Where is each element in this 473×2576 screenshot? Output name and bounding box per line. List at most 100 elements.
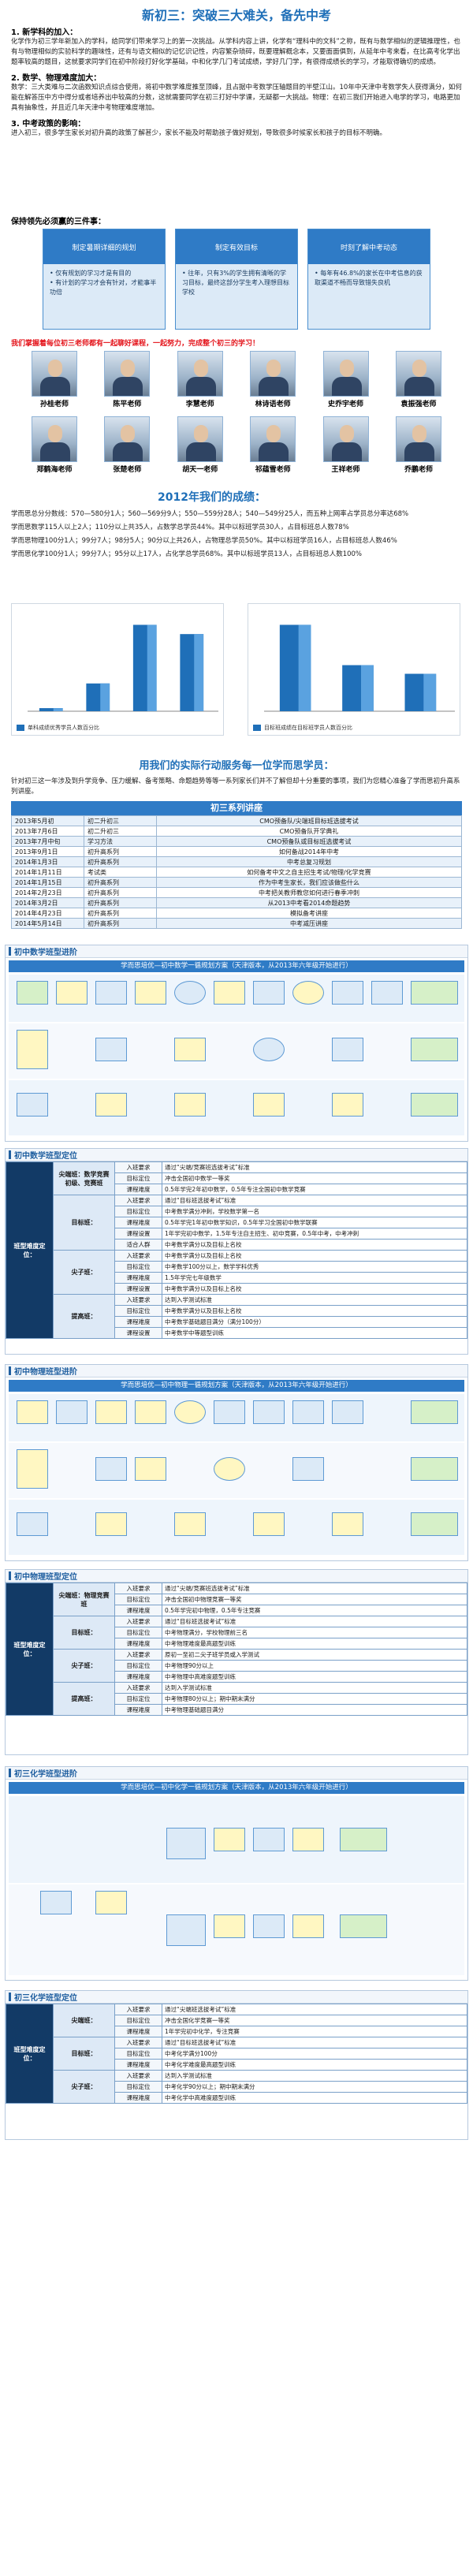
legend-swatch	[253, 725, 261, 731]
photo-head	[412, 425, 426, 442]
flow-node	[253, 1400, 285, 1424]
lecture-category: 初二升初三	[84, 815, 157, 826]
lecture-row: 2014年1月15日初升高系列作为中考生家长，我们应该做些什么	[11, 877, 462, 888]
level-value: 通过“尖端/竞赛班选拔考试”标准	[162, 1583, 467, 1594]
photo-torso	[404, 442, 434, 461]
level-group: 尖端班：物理竞赛班	[53, 1583, 115, 1616]
level-group: 尖子班：	[53, 1649, 115, 1683]
teacher-photo	[250, 351, 296, 397]
box-goal-body: • 往年，只有3%的学生拥有清晰的学习目标，最终这部分学生考入理想目标学校	[176, 264, 297, 329]
photo-torso	[185, 377, 216, 396]
teacher-card: 张楚老师	[104, 416, 151, 474]
flow-node	[340, 1828, 387, 1851]
teacher-name: 张楚老师	[113, 466, 142, 474]
lecture-topic: CMO预备队或目标班选拔考试	[156, 836, 462, 847]
flow-node	[411, 1093, 458, 1117]
level-value: 1年学完初中化学，专注竞赛	[162, 2026, 467, 2037]
teacher-card: 胡天一老师	[177, 416, 223, 474]
flow-node	[292, 1400, 324, 1424]
chem-level-section: 初三化学班型定位 班型难度定位：尖端班：入班要求通过“尖端班选拔考试”标准目标定…	[5, 1990, 468, 2140]
math-level-section: 初中数学班型定位 班型难度定位：尖端班：数学竞赛初级、竞赛班入班要求通过“尖端/…	[5, 1148, 468, 1355]
level-group: 提高班：	[53, 1294, 115, 1339]
teacher-card: 王祥老师	[322, 416, 369, 474]
box-plan-title: 制定暑期详细的规划	[43, 229, 165, 264]
teacher-card: 李慧老师	[177, 351, 223, 408]
bar	[39, 708, 63, 711]
level-row: 目标定位中考化学90分以上；期中期末满分	[6, 2081, 467, 2093]
level-group: 目标班：	[53, 2037, 115, 2071]
flow-node	[95, 1093, 127, 1117]
flow-node	[411, 1457, 458, 1481]
teacher-name: 胡天一老师	[182, 466, 218, 474]
level-key: 入班要求	[114, 2004, 162, 2015]
teacher-card: 孙桂老师	[32, 351, 77, 408]
flow-node	[332, 1512, 363, 1536]
phys-route-bar: 学而思培优—初中物理一循规划方案（天津版本，从2013年六年级开始进行）	[9, 1380, 464, 1392]
level-key: 课程难度	[114, 1704, 162, 1716]
level-key: 课程设置	[114, 1327, 162, 1339]
level-value: 通过“目标班选拔考试”标准	[162, 1195, 467, 1206]
teacher-photo	[104, 416, 151, 462]
level-key: 课程设置	[114, 1228, 162, 1240]
lecture-row: 2014年3月2日初升高系列从2013中考看2014命题趋势	[11, 897, 462, 908]
intro-text-3: 进入初三，很多学生家长对初升高的政策了解甚少，家长不能及时帮助孩子做好规划，导致…	[11, 129, 387, 137]
level-key: 入班要求	[114, 1250, 162, 1262]
level-row: 课程难度中考物理中高难度题型训练	[6, 1671, 467, 1683]
level-key: 课程难度	[114, 1605, 162, 1616]
teacher-photo	[395, 416, 441, 462]
level-row: 班型难度定位：尖端班：数学竞赛初级、竞赛班入班要求通过“尖端/竞赛班选拔考试”标…	[6, 1161, 467, 1339]
flow-node	[17, 1449, 48, 1489]
chart-right-legend: 目标班成绩在目标班学员人数百分比	[253, 724, 352, 732]
teachers-heading: 我们掌握着每位初三老师都有一起聊好课程，一起努力，完成整个初三的学习！	[11, 340, 260, 348]
phys-route-title: 初中物理班型进阶	[6, 1365, 467, 1377]
flow-node	[166, 1914, 206, 1946]
math-route-bar: 学而思培优—初中数学一循规划方案（天津版本，从2013年六年级开始进行）	[9, 960, 464, 972]
flow-node	[40, 1891, 72, 1914]
photo-head	[193, 360, 208, 377]
level-key: 入班要求	[114, 1294, 162, 1306]
teacher-photo	[177, 416, 223, 462]
teacher-card: 林诗语老师	[250, 351, 296, 408]
teachers-grid: 孙桂老师陈平老师李慧老师林诗语老师史乔宇老师袁振强老师 郑鹤海老师张楚老师胡天一…	[32, 351, 441, 482]
flow-node	[56, 981, 88, 1005]
level-value: 0.5年学完初中物理，0.5年专注竞赛	[162, 1605, 467, 1616]
lecture-topic: 作为中考生家长，我们应该做些什么	[156, 877, 462, 888]
flow-node	[253, 1038, 285, 1061]
flow-node	[95, 981, 127, 1005]
photo-head	[412, 360, 426, 377]
lecture-topic: 模拟备考讲座	[156, 908, 462, 919]
level-value: 中考物理90分以上	[162, 1660, 467, 1672]
box-goal-title: 制定有效目标	[176, 229, 297, 264]
level-key: 目标定位	[114, 1693, 162, 1705]
photo-torso	[113, 377, 143, 396]
level-value: 通过“尖端/竞赛班选拔考试”标准	[162, 1161, 467, 1173]
level-group: 尖端班：数学竞赛初级、竞赛班	[53, 1161, 115, 1195]
level-key: 目标定位	[114, 2081, 162, 2093]
phys-route-flow	[9, 1394, 464, 1556]
plan-title: 用我们的实际行动服务每一位学而思学员：	[139, 760, 334, 772]
teacher-photo	[322, 416, 369, 462]
math-route-title: 初中数学班型进阶	[6, 945, 467, 958]
level-value: 1.5年学完七年级数学	[162, 1272, 467, 1284]
teacher-photo	[177, 351, 223, 397]
achievement-line: 学而思化学100分1人；99分7人；95分以上17人，占化学总学员68%。其中以…	[11, 550, 363, 558]
teacher-name: 祁蕴雪老师	[255, 466, 291, 474]
lecture-row: 2014年4月23日初升高系列模拟备考讲座	[11, 908, 462, 919]
level-key: 目标定位	[114, 1261, 162, 1273]
flow-node	[253, 1828, 285, 1851]
level-row: 课程设置中考数学中等题型训练	[6, 1327, 467, 1339]
level-key: 课程难度	[114, 2026, 162, 2037]
lecture-topic: 中考减压讲座	[156, 918, 462, 929]
intro-heading-1: 1. 新学科的加入：	[11, 28, 78, 37]
level-row: 班型难度定位：尖端班：入班要求通过“尖端班选拔考试”标准	[6, 2004, 467, 2104]
phys-level-section: 初中物理班型定位 班型难度定位：尖端班：物理竞赛班入班要求通过“尖端/竞赛班选拔…	[5, 1569, 468, 1755]
photo-torso	[331, 442, 362, 461]
level-key: 课程难度	[114, 1184, 162, 1195]
level-row: 课程难度中考物理基础题目满分	[6, 1704, 467, 1716]
phys-level-table: 班型难度定位：尖端班：物理竞赛班入班要求通过“尖端/竞赛班选拔考试”标准目标定位…	[6, 1583, 467, 1716]
flow-lane	[9, 1023, 464, 1079]
level-category: 班型难度定位：	[6, 1583, 54, 1716]
flow-node	[56, 1400, 88, 1424]
lecture-category: 初升高系列	[84, 877, 157, 888]
teacher-photo	[32, 416, 77, 462]
